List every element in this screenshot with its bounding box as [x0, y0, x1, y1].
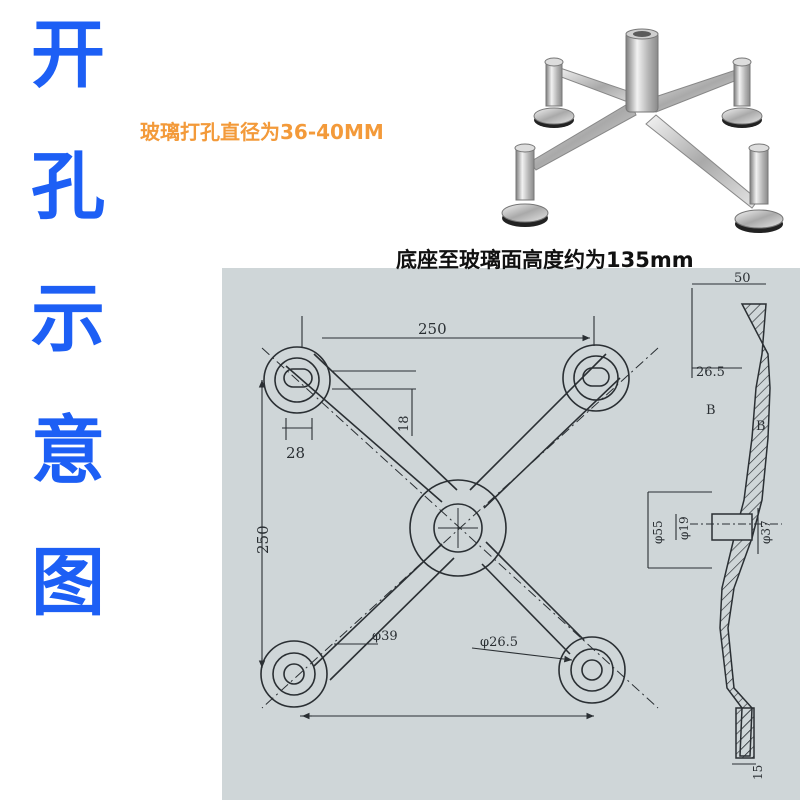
- dim-foot: 15: [751, 765, 765, 780]
- vertical-title: 开 孔 示 意 图: [18, 18, 118, 678]
- technical-drawing: 250 250 28 18 φ39 φ26.5 50 26.5 B B φ55 …: [222, 268, 800, 800]
- spider-fitting-photo: [501, 28, 784, 233]
- title-char-5: 图: [31, 540, 105, 626]
- dim-profile-width: 50: [734, 271, 751, 286]
- dim-slot-height: 18: [397, 415, 412, 432]
- title-char-4: 意: [31, 408, 105, 494]
- hole-diameter-note: 玻璃打孔直径为36-40MM: [140, 120, 384, 144]
- dim-profile-offset: 26.5: [696, 365, 725, 380]
- dim-bore-dia: φ19: [677, 516, 691, 540]
- dim-hub-dia: φ39: [372, 629, 398, 644]
- title-char-2: 孔: [31, 144, 105, 230]
- title-char-1: 开: [31, 12, 105, 98]
- section-label-right: B: [756, 419, 766, 434]
- dim-boss-dia: φ37: [759, 520, 773, 544]
- title-char-3: 示: [31, 276, 105, 362]
- dim-spacing-v: 250: [254, 525, 272, 554]
- section-label-left: B: [706, 403, 716, 418]
- dim-slot-width: 28: [286, 444, 305, 462]
- base-height-note: 底座至玻璃面高度约为135mm: [396, 248, 694, 272]
- dim-spacing-h: 250: [418, 320, 447, 338]
- dim-outer-dia: φ55: [651, 520, 665, 544]
- dim-bolt-dia: φ26.5: [480, 635, 518, 650]
